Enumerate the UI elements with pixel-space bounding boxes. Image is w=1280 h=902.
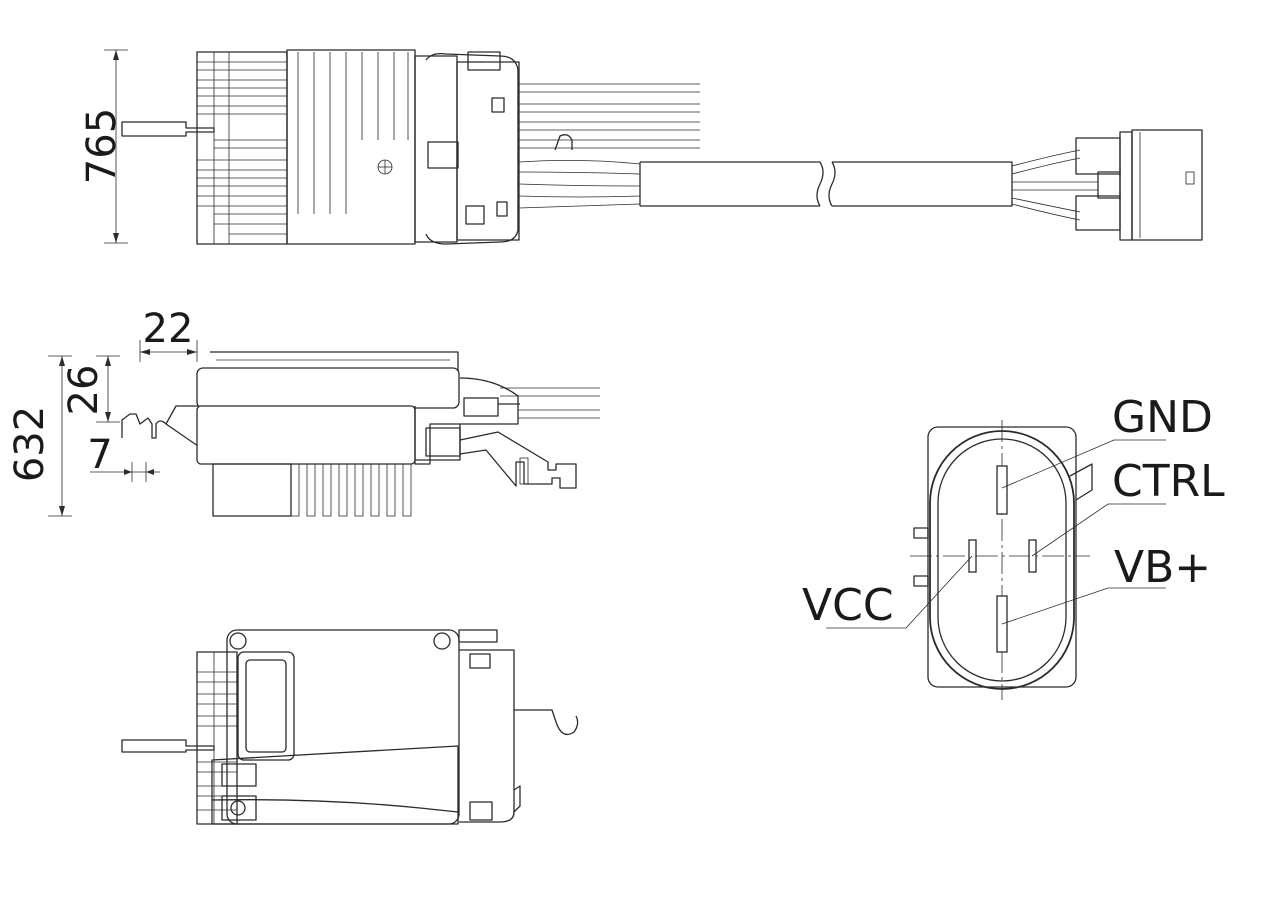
dimension-22-label: 22 (143, 306, 194, 352)
dimension-632-label: 632 (7, 406, 53, 482)
connector-face: GND CTRL VB+ VCC (802, 392, 1225, 700)
vcc-pin (968, 539, 977, 573)
dimension-632: 632 (7, 355, 72, 517)
gnd-pin (996, 465, 1008, 515)
vcc-label: VCC (802, 580, 894, 631)
gnd-label: GND (1112, 392, 1213, 443)
dimension-22: 22 (139, 306, 198, 362)
dimension-26-label: 26 (61, 365, 107, 416)
dimension-26: 26 (61, 355, 120, 423)
dimension-765: 765 (79, 49, 128, 244)
ctrl-label: CTRL (1112, 456, 1225, 507)
dimension-765-label: 765 (79, 108, 125, 184)
top-view: 765 (79, 49, 1203, 245)
dimension-7: 7 (87, 432, 160, 482)
side-view: 22 632 26 7 (7, 306, 600, 517)
bottom-view (121, 629, 579, 825)
vb-plus-label: VB+ (1114, 542, 1211, 593)
dimension-7-label: 7 (87, 432, 112, 478)
